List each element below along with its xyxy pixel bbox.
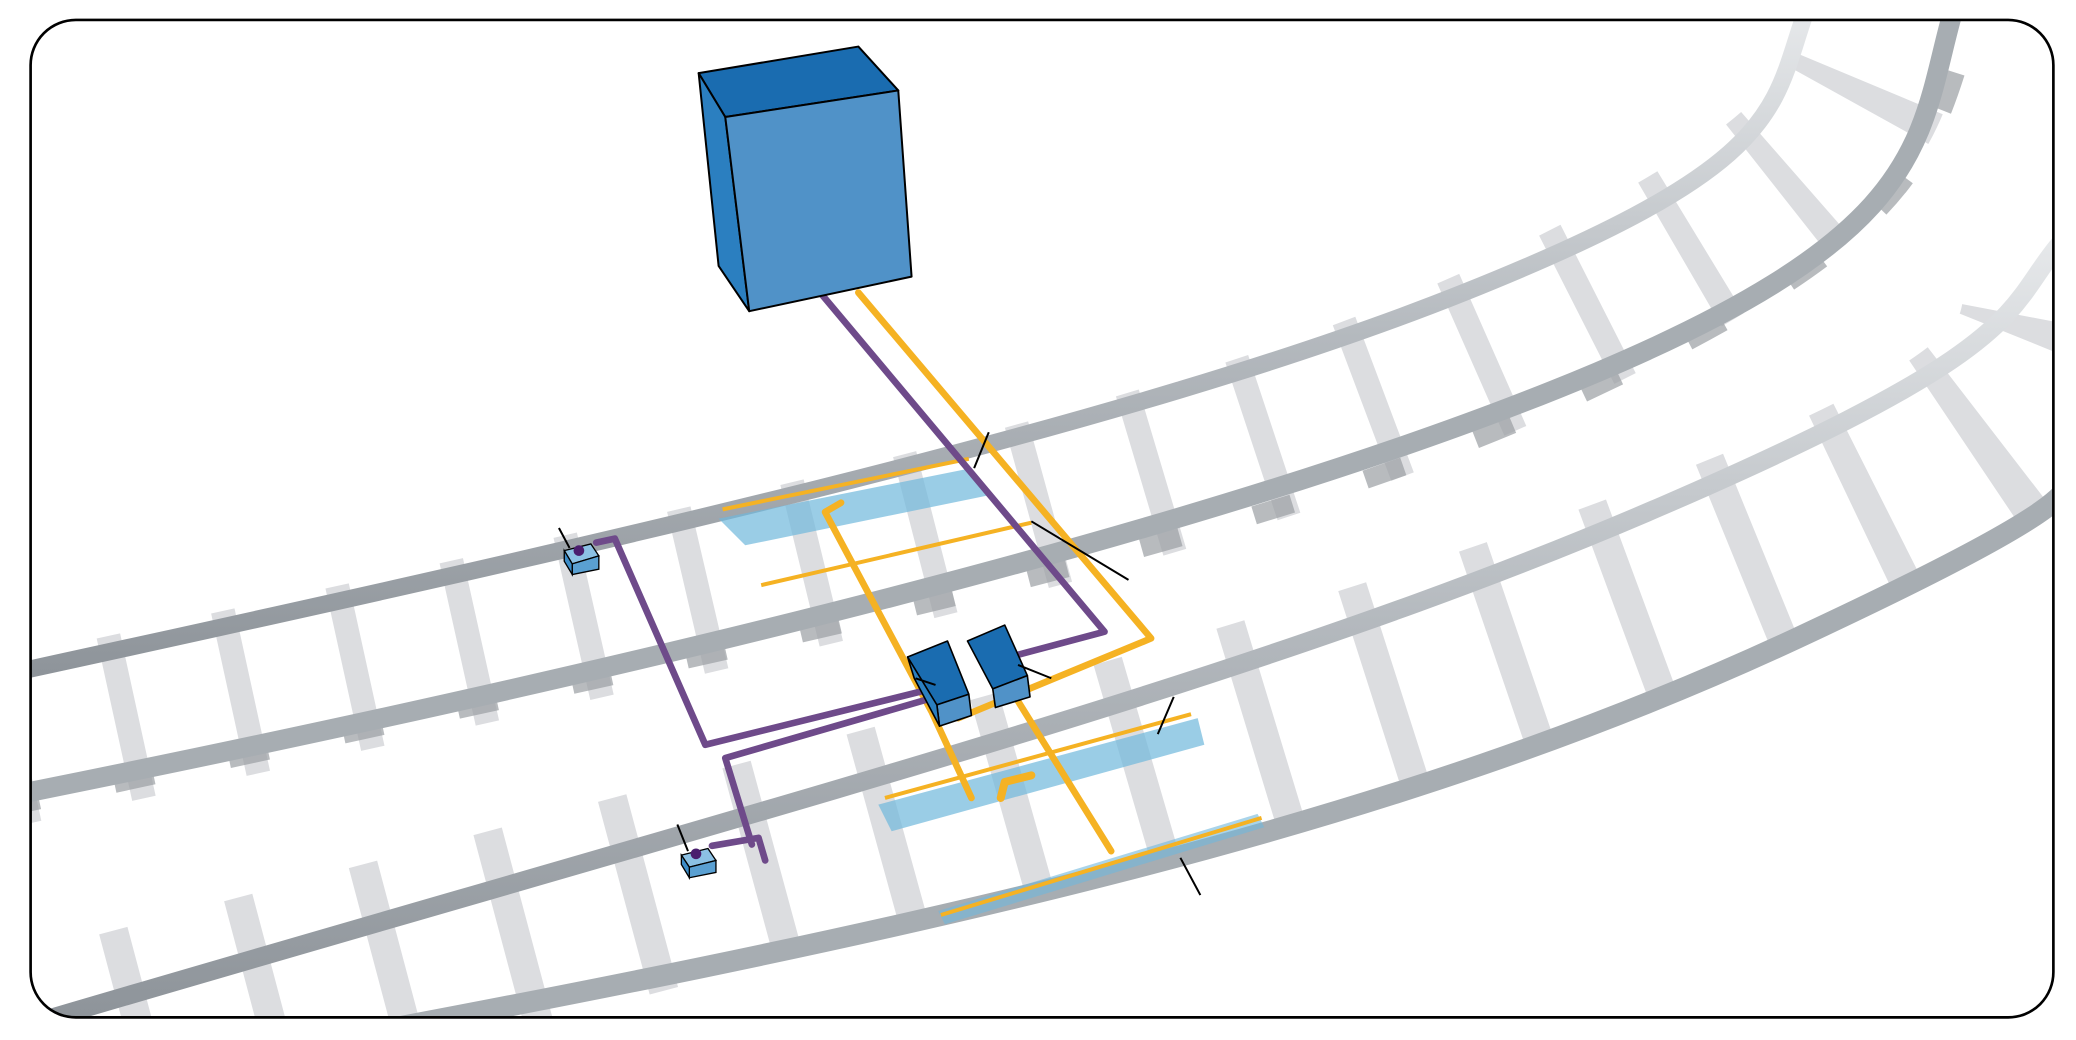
yellow-cable-track-2-tap <box>996 771 1036 802</box>
track-sensor-icon <box>563 543 600 577</box>
track-1-rail-lower <box>30 19 1966 808</box>
detector-panel-track-2 <box>878 718 1205 832</box>
detector-panel-track-1 <box>718 468 992 546</box>
track-2-sleepers <box>30 214 2054 1018</box>
track-2-rail-lower <box>197 431 2054 1018</box>
yellow-cable-track-1 <box>821 499 975 802</box>
purple-cable-sensor-2 <box>708 694 935 864</box>
track-1-rail-upper <box>30 19 1819 685</box>
diagram-frame <box>29 18 2055 1019</box>
track-sensor-icon <box>680 847 718 881</box>
leader-lines <box>558 431 1202 896</box>
track-2-rail-upper <box>50 219 2054 1018</box>
control-cabinet-icon <box>697 45 913 313</box>
relay-box-icon <box>906 624 1031 727</box>
purple-cable-sensor-1 <box>592 535 935 749</box>
yellow-loop-wires <box>722 456 1263 917</box>
purple-cable-main <box>819 291 1108 662</box>
